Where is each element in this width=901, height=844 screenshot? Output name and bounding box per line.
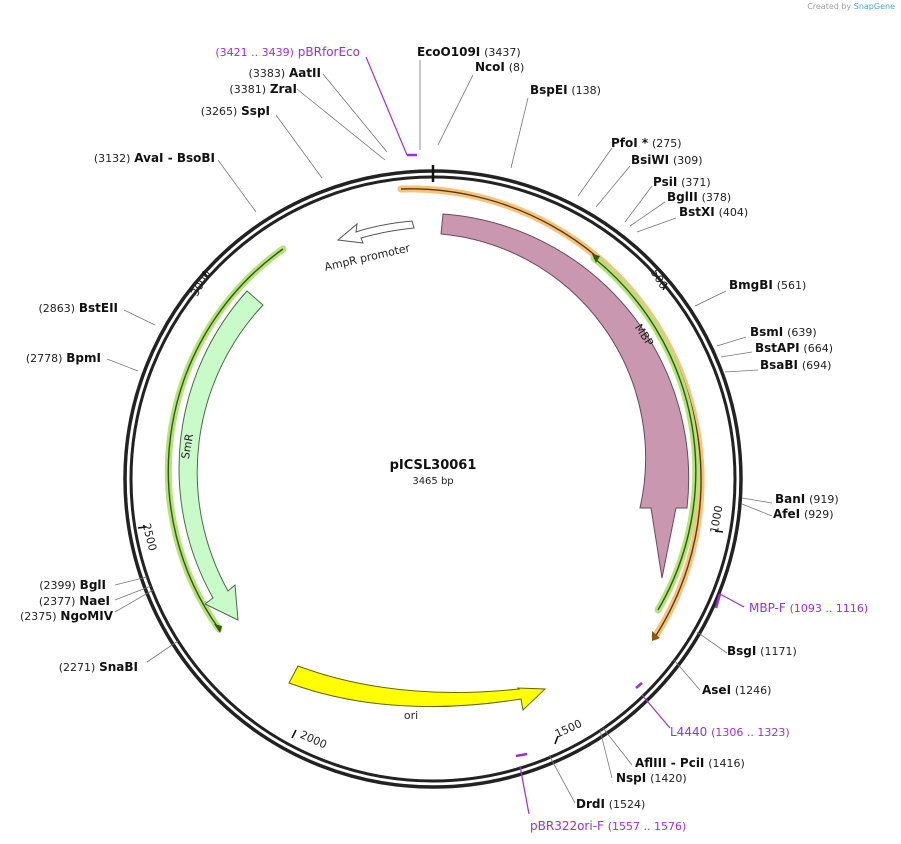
site-label-bsiwi[interactable]: BsiWI (309) <box>631 153 703 167</box>
ampr-promoter-label: AmpR promoter <box>323 241 412 273</box>
site-label-avai[interactable]: (3132) AvaI - BsoBI <box>94 151 215 165</box>
left-green-arrowhead <box>214 624 222 633</box>
site-label-nspi[interactable]: NspI (1420) <box>616 771 687 785</box>
left-green-feature-line <box>167 248 284 630</box>
scale-tick-marks <box>137 271 724 745</box>
site-label-bsabi[interactable]: BsaBI (694) <box>760 358 831 372</box>
site-label-ecoo109i[interactable]: EcoO109I (3437) <box>417 45 521 59</box>
ori-label: ori <box>404 709 418 722</box>
site-label-afei[interactable]: AfeI (929) <box>773 507 834 521</box>
site-label-drdi[interactable]: DrdI (1524) <box>576 797 645 811</box>
right-green-feature-line <box>593 257 697 611</box>
site-label-naei[interactable]: (2377) NaeI <box>39 594 110 608</box>
site-label-bglii[interactable]: BglII (378) <box>667 190 731 204</box>
primer-label-pbr322orif[interactable]: pBR322ori-F (1557 .. 1576) <box>530 819 686 833</box>
site-label-psii[interactable]: PsiI (371) <box>653 175 711 189</box>
site-label-asei[interactable]: AseI (1246) <box>702 683 771 697</box>
site-label-aatii[interactable]: (3383) AatII <box>249 66 321 80</box>
site-label-bmgbi[interactable]: BmgBI (561) <box>729 278 806 292</box>
site-label-bstapi[interactable]: BstAPI (664) <box>755 341 833 355</box>
site-label-bsteii[interactable]: (2863) BstEII <box>38 301 118 315</box>
outer-orange-arrowhead <box>652 631 660 641</box>
primer-marks <box>365 56 745 815</box>
smr-feature[interactable] <box>178 290 264 621</box>
plasmid-length: 3465 bp <box>412 476 453 487</box>
tick-label-1500: 1500 <box>553 717 584 741</box>
site-leader-lines <box>106 60 773 804</box>
ampr-promoter-feature[interactable] <box>336 220 415 244</box>
right-green-arrowhead <box>592 254 600 263</box>
site-label-zrai[interactable]: (3381) ZraI <box>229 82 297 96</box>
primer-label-pbrforeco[interactable]: (3421 .. 3439) pBRforEco <box>215 45 360 59</box>
site-label-pfoi[interactable]: PfoI * (275) <box>611 136 682 150</box>
site-label-ncoi[interactable]: NcoI (8) <box>475 60 524 74</box>
smr-label: SmR <box>179 432 196 460</box>
site-label-afliii[interactable]: AflIII - PciI (1416) <box>635 756 745 770</box>
site-label-sspi[interactable]: (3265) SspI <box>201 104 270 118</box>
tick-label-3000: 3000 <box>188 268 213 299</box>
snapgene-credit: Created by SnapGene <box>807 2 895 11</box>
mbp-feature[interactable] <box>440 213 690 579</box>
plasmid-name: pICSL30061 <box>390 458 477 473</box>
site-label-bsmi[interactable]: BsmI (639) <box>750 325 817 339</box>
tick-label-2500: 2500 <box>140 522 159 552</box>
site-label-ngomiv[interactable]: (2375) NgoMIV <box>20 609 114 623</box>
site-label-bpmi[interactable]: (2778) BpmI <box>26 351 101 365</box>
site-label-bgli[interactable]: (2399) BglI <box>39 578 106 592</box>
primer-label-mbpf[interactable]: MBP-F (1093 .. 1116) <box>749 601 868 615</box>
site-label-bspei[interactable]: BspEI (138) <box>530 83 601 97</box>
site-label-bstxi[interactable]: BstXI (404) <box>679 205 748 219</box>
site-label-snabi[interactable]: (2271) SnaBI <box>59 660 138 674</box>
site-label-bani[interactable]: BanI (919) <box>775 492 839 506</box>
primer-label-l4440[interactable]: L4440 (1306 .. 1323) <box>670 725 790 739</box>
tick-label-2000: 2000 <box>298 728 329 751</box>
site-label-bsgi[interactable]: BsgI (1171) <box>727 644 797 658</box>
credit-prefix: Created by <box>807 2 852 11</box>
ori-feature[interactable] <box>288 665 547 712</box>
tick-label-1000: 1000 <box>708 504 726 534</box>
credit-brand: SnapGene <box>853 2 895 11</box>
site-labels: EcoO109I (3437)NcoI (8) BspEI (138) PfoI *… <box>20 45 839 811</box>
